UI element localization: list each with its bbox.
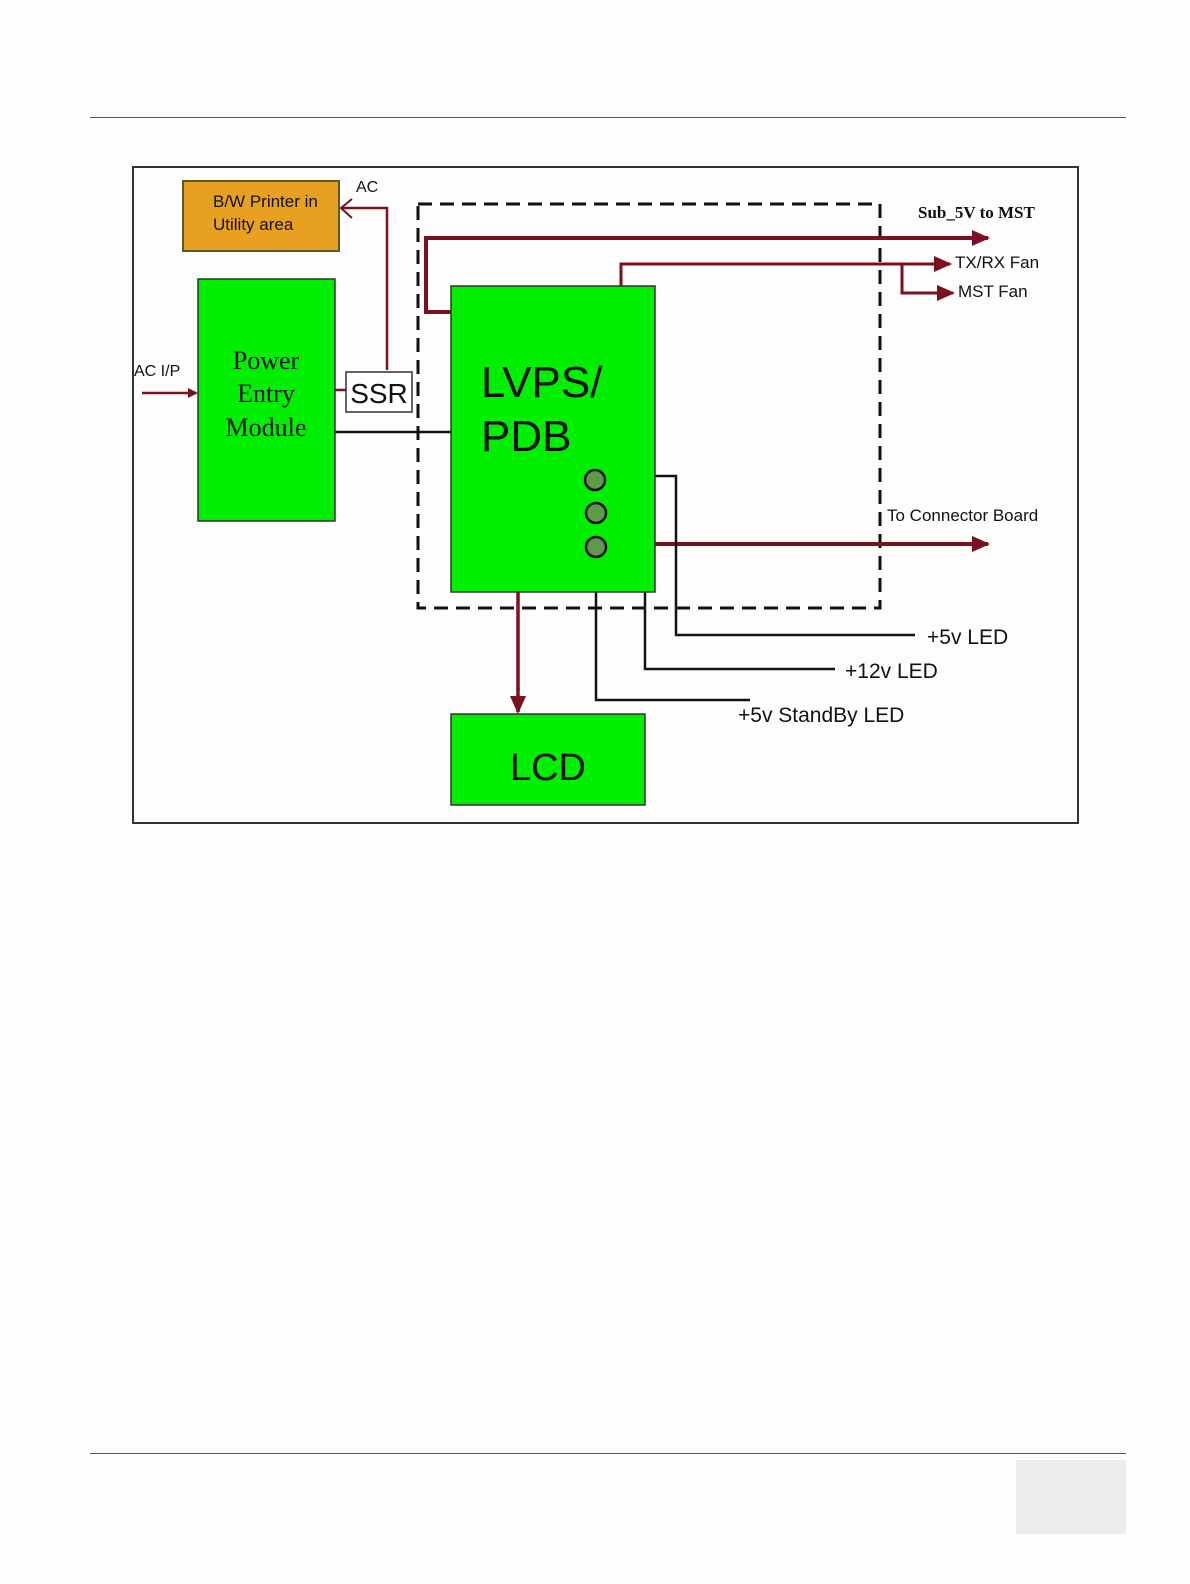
lvps-label-line1: LVPS/ xyxy=(481,358,603,407)
connector-board-label: To Connector Board xyxy=(887,506,1038,525)
ssr-label: SSR xyxy=(350,378,408,409)
lvps-label-line2: PDB xyxy=(481,412,571,461)
led-standby-indicator xyxy=(586,537,606,557)
power-entry-label-line3: Module xyxy=(226,413,307,442)
led-12v-label: +12v LED xyxy=(845,660,938,683)
txrx-fan-label: TX/RX Fan xyxy=(955,253,1039,272)
led-12v-indicator xyxy=(586,503,606,523)
ac-label: AC xyxy=(356,179,378,196)
footer-rule xyxy=(90,1453,1126,1454)
power-entry-label-line1: Power xyxy=(233,346,300,375)
printer-label-line2: Utility area xyxy=(213,215,294,234)
led-5v-indicator xyxy=(585,470,605,490)
lcd-label: LCD xyxy=(510,747,586,789)
mst-fan-label: MST Fan xyxy=(958,282,1028,301)
page-number-tab xyxy=(1016,1460,1126,1534)
led-standby-label: +5v StandBy LED xyxy=(738,704,904,727)
ac-input-label: AC I/P xyxy=(134,363,180,380)
printer-label-line1: B/W Printer in xyxy=(213,192,318,211)
sub5v-label: Sub_5V to MST xyxy=(918,203,1035,222)
power-entry-label-line2: Entry xyxy=(237,379,295,408)
led-5v-label: +5v LED xyxy=(927,626,1008,649)
